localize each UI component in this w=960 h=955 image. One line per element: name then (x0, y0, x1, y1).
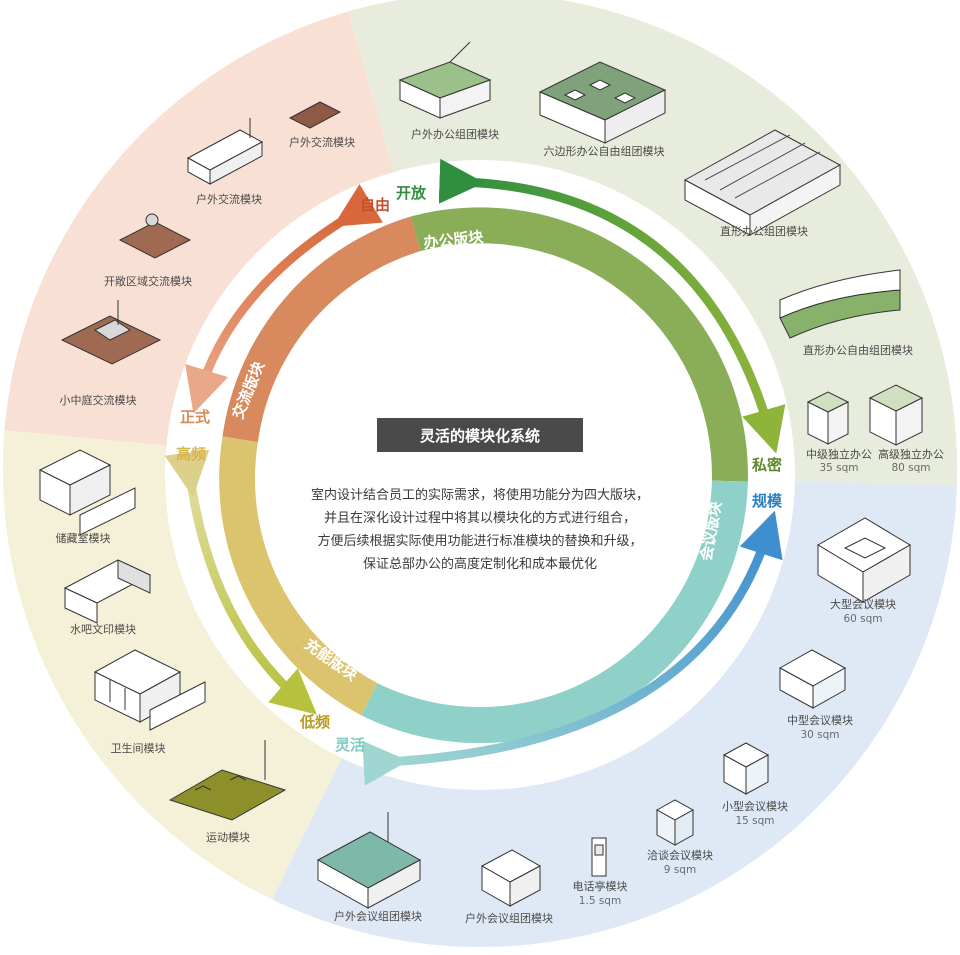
center-description: 室内设计结合员工的实际需求，将使用功能分为四大版块， 并且在深化设计过程中将其以… (262, 484, 698, 576)
label-open-area-exchange: 开敞区域交流模块 (104, 274, 192, 288)
label-linear-office-group: 直形办公组团模块 (720, 224, 808, 238)
senior-private-office-illustration (868, 384, 924, 446)
outdoor-office-group-illustration (398, 41, 492, 119)
label-negotiation: 洽谈会议模块 (647, 849, 713, 862)
open-private-arrow (438, 158, 786, 454)
label-restroom: 卫生间模块 (111, 741, 166, 755)
open-area-exchange-illustration (118, 213, 192, 259)
frequent-infrequent-arrow (164, 449, 317, 715)
description-line: 并且在深化设计过程中将其以模块化的方式进行组合， (323, 511, 636, 526)
axis-private: 私密 (751, 456, 782, 474)
hexagon-office-illustration (538, 61, 667, 144)
description-line: 室内设计结合员工的实际需求，将使用功能分为四大版块， (310, 488, 649, 503)
storage-illustration (38, 449, 136, 536)
module-labels: 户外办公组团模块 六边形办公自由组团模块 直形办公组团模块 直形办公自由组团模块… (56, 127, 945, 925)
label-hexagon-office: 六边形办公自由组团模块 (544, 144, 665, 158)
axis-frequent: 高频 (176, 445, 206, 463)
axis-infrequent: 低频 (299, 713, 330, 731)
label-linear-office-free: 直形办公自由组团模块 (803, 343, 913, 357)
label-waterbar-print: 水吧文印模块 (70, 622, 136, 636)
outdoor-meeting-group-1-illustration (316, 812, 422, 909)
label-outdoor-exchange-1: 户外交流模块 (196, 192, 262, 206)
label-outdoor-office-group: 户外办公组团模块 (411, 127, 499, 141)
center-title: 灵活的模块化系统 (377, 418, 583, 452)
description-line: 保证总部办公的高度定制化和成本最优化 (362, 557, 597, 572)
label-mid-private-office-size: 35 sqm (819, 462, 858, 474)
axis-flexible: 灵活 (335, 736, 365, 754)
label-senior-private-office: 高级独立办公 (878, 447, 944, 461)
sports-illustration (168, 740, 287, 821)
outdoor-exchange-2-illustration (288, 101, 342, 129)
large-meeting-illustration (817, 517, 911, 603)
label-medium-meeting: 中型会议模块 (787, 713, 853, 727)
label-sports: 运动模块 (206, 831, 250, 844)
label-outdoor-meeting-group-1: 户外会议组团模块 (334, 909, 422, 923)
label-small-meeting-size: 15 sqm (735, 815, 774, 827)
inner-white-disc (165, 160, 795, 790)
axis-arrows (164, 158, 786, 786)
axis-scale: 规模 (752, 492, 783, 510)
label-phone-booth: 电话亭模块 (573, 879, 628, 893)
label-large-meeting: 大型会议模块 (830, 597, 896, 611)
label-mid-private-office: 中级独立办公 (806, 447, 872, 461)
axis-formal: 正式 (180, 408, 210, 426)
label-outdoor-meeting-group-2: 户外会议组团模块 (465, 911, 553, 925)
outdoor-meeting-group-2-illustration (480, 849, 542, 907)
label-storage: 储藏室模块 (56, 531, 111, 545)
label-senior-private-office-size: 80 sqm (891, 462, 930, 474)
description-line: 方便后续根据实际使用功能进行标准模块的替换和升级， (317, 534, 643, 549)
label-courtyard-exchange: 小中庭交流模块 (60, 393, 137, 407)
linear-office-group-illustration (683, 129, 842, 236)
label-small-meeting: 小型会议模块 (722, 799, 788, 813)
axis-freedom: 自由 (360, 196, 390, 214)
module-illustrations (38, 41, 924, 909)
axis-open: 开放 (396, 184, 427, 202)
outdoor-exchange-1-illustration (186, 118, 264, 185)
restroom-illustration (93, 649, 206, 731)
label-outdoor-exchange-2: 户外交流模块 (289, 135, 355, 149)
courtyard-exchange-illustration (60, 300, 162, 365)
label-large-meeting-size: 60 sqm (843, 613, 882, 625)
label-negotiation-size: 9 sqm (664, 864, 696, 876)
label-phone-booth-size: 1.5 sqm (579, 895, 621, 907)
medium-meeting-illustration (778, 649, 847, 709)
mid-private-office-illustration (806, 391, 850, 445)
phone-booth-illustration (591, 837, 607, 877)
negotiation-illustration (655, 799, 695, 846)
freedom-formal-arrow (185, 184, 383, 414)
linear-office-free-illustration (779, 269, 901, 339)
flexible-scale-arrow (362, 510, 783, 786)
waterbar-print-illustration (63, 559, 152, 624)
small-meeting-illustration (722, 742, 770, 795)
label-medium-meeting-size: 30 sqm (800, 729, 839, 741)
